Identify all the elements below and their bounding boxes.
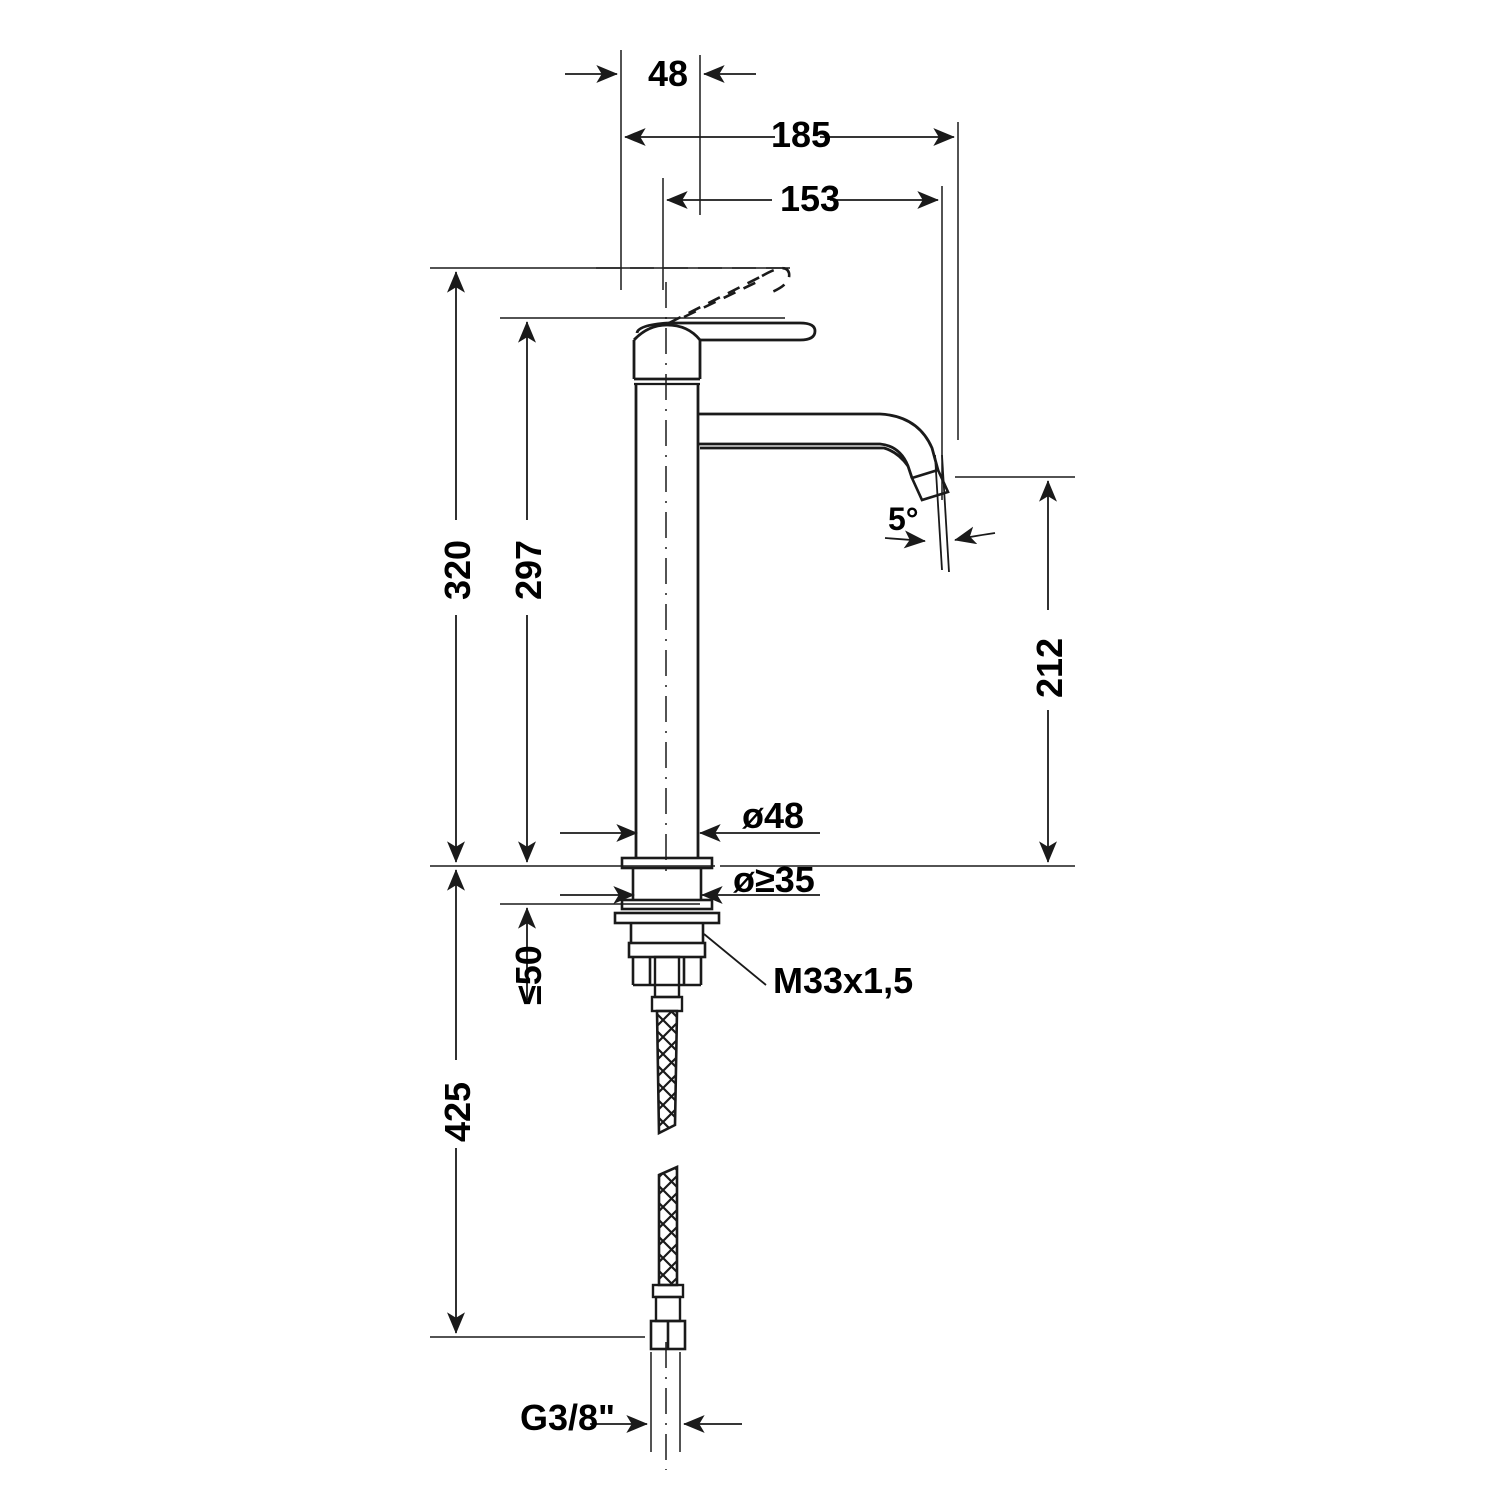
dimension-label-212: 212 (1029, 637, 1070, 698)
dimension-label-g38: G3/8" (520, 1397, 616, 1438)
dimension-label-185: 185 (771, 114, 832, 155)
dimension-label-dia48: ø48 (742, 795, 805, 836)
threaded-shank (629, 923, 705, 943)
spout (698, 412, 940, 479)
dimension-label-425: 425 (437, 1081, 478, 1142)
dimension-lines (447, 65, 1057, 1433)
lock-nut (627, 941, 707, 987)
dimension-label-297: 297 (508, 539, 549, 600)
hose-ferrule-top (653, 955, 681, 999)
hose-collar (650, 995, 684, 1013)
dimension-label-50: ≤50 (508, 945, 549, 1005)
flexible-hose-upper (655, 1009, 679, 1136)
aerator (910, 468, 950, 502)
g38-connector-nut (649, 1319, 687, 1351)
flexible-hose-lower (657, 1164, 679, 1287)
body-shaft (634, 384, 700, 858)
washer-1 (620, 898, 714, 911)
dimension-label-320: 320 (437, 539, 478, 600)
base-collar (631, 868, 703, 900)
callout-label-thread: M33x1,5 (773, 960, 914, 1001)
cartridge-cap (632, 323, 702, 381)
dimension-label-5deg: 5° (888, 501, 919, 537)
hose-end-collar (651, 1283, 685, 1299)
lever-handle-raised-dashed (668, 266, 791, 325)
hose-end-sleeve (654, 1295, 682, 1323)
base-flange-upper (620, 856, 714, 870)
dimension-label-dia35: ø≥35 (733, 859, 815, 900)
washer-2 (613, 911, 721, 925)
dimension-label-153: 153 (780, 178, 841, 219)
lever-handle (635, 321, 817, 342)
dimension-label-48: 48 (648, 53, 689, 94)
